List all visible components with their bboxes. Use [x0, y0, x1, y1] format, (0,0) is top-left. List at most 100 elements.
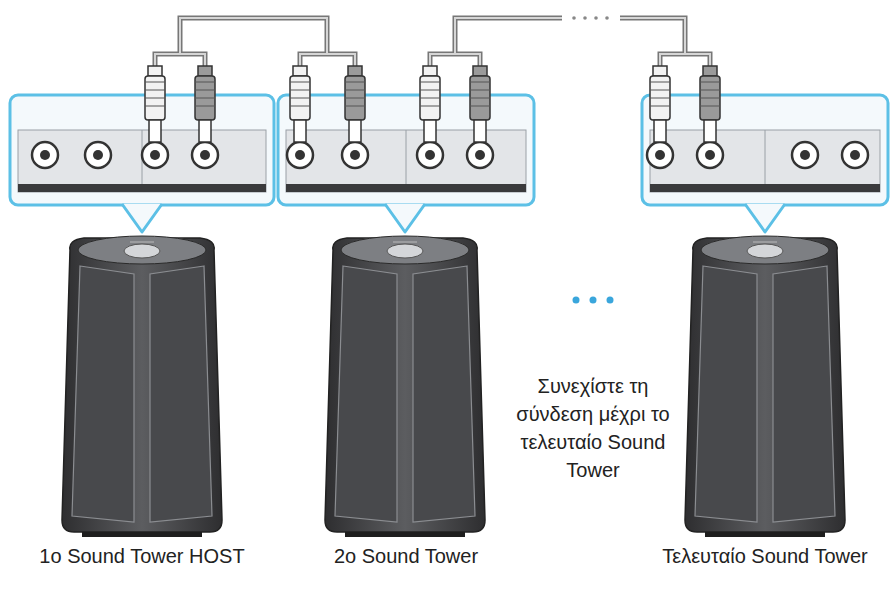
plug-grip [420, 98, 440, 99]
control-dial [387, 244, 423, 258]
panel-strip [286, 130, 526, 192]
callout-pointer [745, 204, 785, 232]
panel-strip [650, 130, 880, 192]
speaker-face [150, 266, 212, 522]
plug-grip [470, 98, 490, 99]
panel-label-bar [18, 184, 266, 192]
jack-hole [800, 150, 810, 160]
plug-strain [198, 66, 212, 76]
speaker-body [62, 238, 222, 532]
plug-grip [345, 98, 365, 99]
speaker-caption: 1o Sound Tower HOST [8, 545, 276, 568]
plug-grip [700, 98, 720, 99]
panel-divider [406, 130, 407, 192]
rca-jack [697, 142, 723, 168]
plug-grip [195, 82, 215, 83]
plug-grip [345, 106, 365, 107]
speaker-caption: Τελευταίο Sound Tower [640, 545, 890, 568]
y-cable [430, 40, 480, 68]
plug-strain [473, 66, 487, 76]
plug-grip [345, 82, 365, 83]
callout-pointer [122, 204, 162, 232]
plug-grip [420, 90, 440, 91]
speaker-body [325, 238, 485, 532]
jack-panel [278, 95, 534, 205]
plug-tip [199, 120, 211, 142]
plug-grip [420, 82, 440, 83]
cable-gap [562, 10, 620, 26]
top-indicator [393, 242, 417, 243]
continue-dot [607, 297, 614, 304]
plug-strain [423, 66, 437, 76]
plug-strain [148, 66, 162, 76]
plug-body [650, 76, 670, 120]
speaker-face [773, 266, 835, 522]
plug-grip [195, 90, 215, 91]
plug-body [145, 76, 165, 120]
speaker-top [701, 236, 829, 264]
plug-body [290, 76, 310, 120]
plug-grip [290, 82, 310, 83]
jack-hole [93, 150, 103, 160]
plug-grip [650, 82, 670, 83]
panel-label-bar [286, 184, 526, 192]
plug-grip [145, 98, 165, 99]
jack-hole [40, 150, 50, 160]
plug-strain [653, 66, 667, 76]
speaker-illustration [8, 40, 276, 590]
plug-body [195, 76, 215, 120]
panel-label-bar [650, 184, 880, 192]
plug-tip [474, 120, 486, 142]
gap-dot [583, 16, 587, 20]
plug-grip [700, 106, 720, 107]
panel-strip [18, 130, 266, 192]
jack-hole [200, 150, 210, 160]
plug-grip [145, 106, 165, 107]
y-cable [155, 40, 205, 68]
plug-grip [470, 106, 490, 107]
speaker-face [335, 266, 397, 522]
plug-grip [650, 90, 670, 91]
plug-grip [650, 98, 670, 99]
jack-hole [350, 150, 360, 160]
speaker-unit: 2o Sound Tower [276, 40, 536, 590]
plug-tip [424, 120, 436, 142]
jack-hole [705, 150, 715, 160]
speaker-face [695, 266, 757, 522]
plug-grip [345, 90, 365, 91]
jack-panel [10, 95, 274, 205]
speaker-base [82, 532, 202, 537]
plug-body [345, 76, 365, 120]
plug-tip [149, 120, 161, 142]
plug-tip [704, 120, 716, 142]
rca-jack [342, 142, 368, 168]
plug-grip [470, 82, 490, 83]
rca-jack [647, 142, 673, 168]
plug-body [470, 76, 490, 120]
cable-outline [180, 18, 327, 40]
gap-dot [605, 16, 609, 20]
top-indicator [130, 242, 154, 243]
jack-hole [425, 150, 435, 160]
speaker-face [413, 266, 475, 522]
y-cable-core [660, 40, 710, 68]
continue-dot [590, 297, 597, 304]
plug-grip [650, 106, 670, 107]
speaker-top [341, 236, 469, 264]
y-cable-core [300, 40, 355, 68]
plug-grip [420, 106, 440, 107]
gap-dot [572, 16, 576, 20]
y-cable [660, 40, 710, 68]
plug-grip [145, 82, 165, 83]
control-dial [124, 244, 160, 258]
plug-grip [290, 106, 310, 107]
rca-jack [142, 142, 168, 168]
plug-strain [293, 66, 307, 76]
speaker-unit: 1o Sound Tower HOST [8, 40, 276, 590]
jack-panel [642, 95, 888, 205]
plug-grip [470, 90, 490, 91]
audio-cable [180, 18, 327, 40]
plug-grip [700, 90, 720, 91]
speaker-illustration [640, 40, 890, 590]
speaker-illustration [276, 40, 536, 590]
